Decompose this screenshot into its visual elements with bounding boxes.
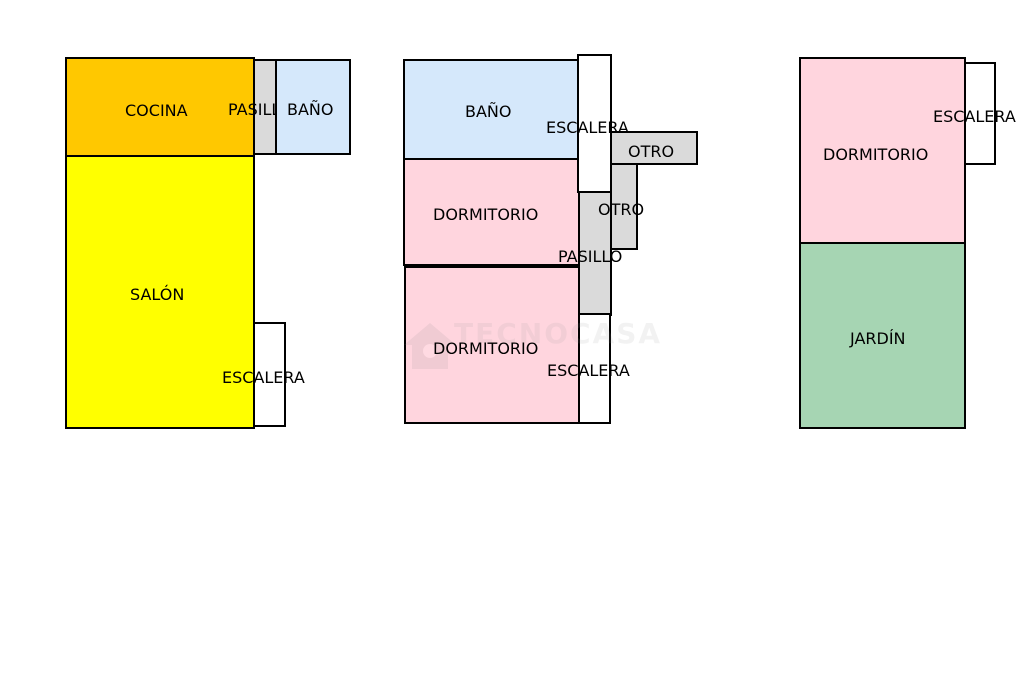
room-salon xyxy=(65,155,255,429)
room-label-cocina: COCINA xyxy=(125,101,188,120)
room-label-pasillo: PASILLO xyxy=(228,102,275,119)
room-label-escalera: ESCALERA xyxy=(222,368,305,387)
room-label-escalera-bottom: ESCALERA xyxy=(547,361,630,380)
room-dormitorio xyxy=(799,57,966,244)
room-label-dormitorio-2: DORMITORIO xyxy=(433,339,539,358)
room-label-bano: BAÑO xyxy=(465,102,512,121)
room-label-dormitorio: DORMITORIO xyxy=(823,145,929,164)
room-label-escalera-wrapper: ESCALERA xyxy=(933,109,1024,129)
room-label-pasillo-wrapper: PASILLO xyxy=(228,102,275,122)
room-dormitorio-1 xyxy=(403,158,581,266)
room-bano xyxy=(275,59,351,155)
room-escalera xyxy=(253,322,286,427)
room-label-jardin: JARDÍN xyxy=(850,329,906,348)
room-escalera xyxy=(964,62,996,165)
room-label-pasillo: PASILLO xyxy=(558,247,623,266)
room-label-otro-vertical: OTRO xyxy=(598,200,645,219)
room-otro-horizontal xyxy=(610,131,698,165)
room-bano xyxy=(403,59,581,160)
room-dormitorio-2 xyxy=(404,266,581,424)
room-label-otro-horizontal: OTRO xyxy=(628,142,675,161)
room-label-escalera: ESCALERA xyxy=(933,109,1016,126)
room-label-salon: SALÓN xyxy=(130,285,185,304)
room-label-escalera-top: ESCALERA xyxy=(546,118,629,137)
room-jardin xyxy=(799,242,966,429)
room-cocina xyxy=(65,57,255,157)
room-label-dormitorio-1: DORMITORIO xyxy=(433,205,539,224)
room-label-bano: BAÑO xyxy=(287,100,334,119)
room-escalera-bottom xyxy=(578,313,611,424)
room-escalera-top xyxy=(577,54,612,193)
room-otro-vertical xyxy=(610,162,638,250)
